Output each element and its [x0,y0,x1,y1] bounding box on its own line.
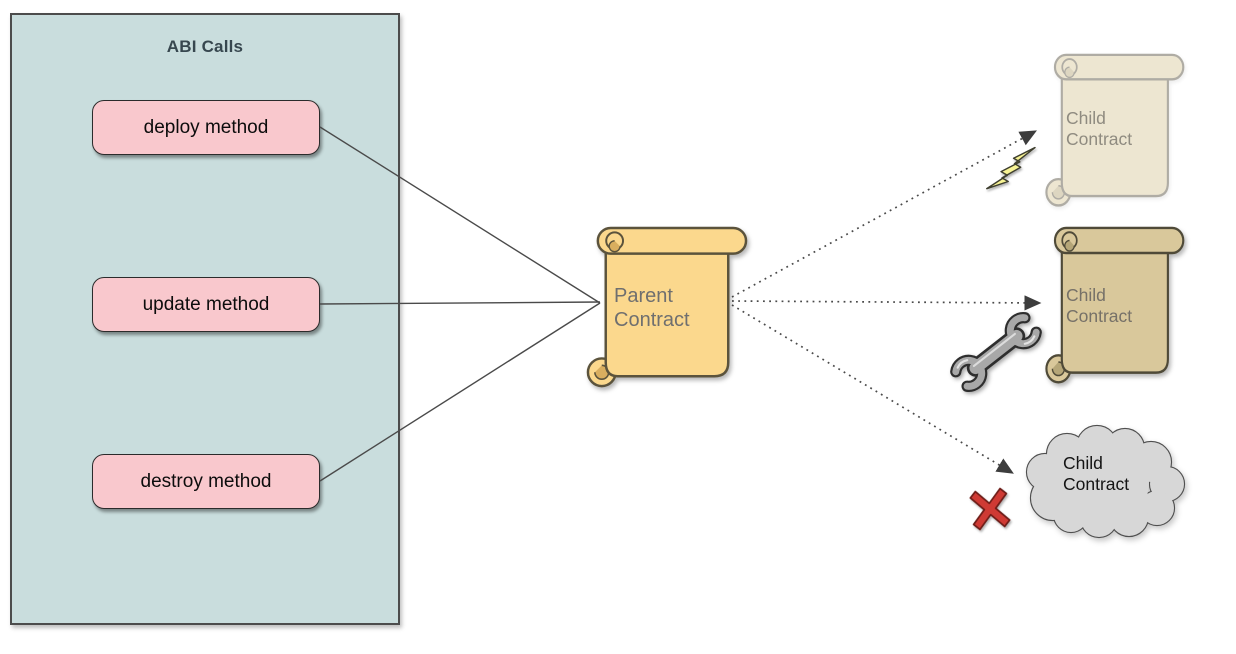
parent-contract-label: Parent Contract [614,285,690,332]
wrench-icon [950,312,1042,392]
abi-calls-title: ABI Calls [166,37,244,56]
child-contract-deployed-label: Child Contract [1066,108,1133,150]
destroy-method-label: destroy method [140,470,272,492]
update-method-node: update method [92,277,320,332]
deploy-method-label: deploy method [143,116,269,138]
lightning-bolt-icon [986,146,1036,190]
red-x-icon [969,487,1011,531]
deploy-method-node: deploy method [92,100,320,155]
update-method-label: update method [142,293,270,315]
destroy-method-node: destroy method [92,454,320,509]
child-contract-destroyed-cloud [1025,424,1186,539]
child-contract-updated-label: Child Contract [1066,285,1133,327]
child-contract-destroyed-label: Child Contract [1063,453,1130,495]
